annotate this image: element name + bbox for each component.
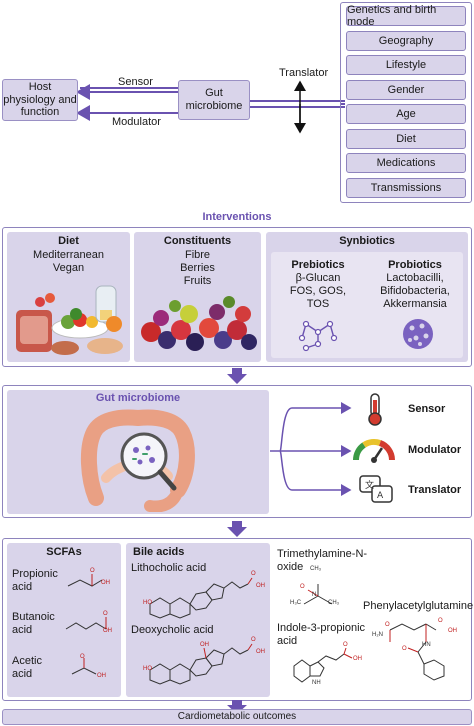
prebiotics-title: Prebiotics <box>291 259 345 271</box>
probiotics-item: Bifidobacteria, <box>380 285 450 297</box>
down-arrow <box>227 700 247 714</box>
factor-item: Lifestyle <box>346 55 466 75</box>
chem-label: OH <box>448 628 457 634</box>
diet-item: Mediterranean <box>33 249 104 261</box>
factor-item: Diet <box>346 128 466 149</box>
chem-label: O <box>438 618 443 624</box>
svg-text:A: A <box>377 491 384 501</box>
thermometer-icon <box>368 393 382 426</box>
probiotics-item: Lactobacilli, <box>386 272 444 284</box>
constituents-title: Constituents <box>163 235 232 247</box>
chem-label: O <box>402 646 407 652</box>
prebiotics-item: β-Glucan <box>295 272 341 284</box>
branch-arrows <box>270 402 352 496</box>
outcome-bar: Cardiometabolic outcomes <box>2 709 472 725</box>
propionic-structure <box>67 574 103 587</box>
chem-label: O <box>343 642 348 648</box>
interventions-title: Interventions <box>202 211 272 223</box>
factor-item: Transmissions <box>346 177 466 198</box>
constituents-item: Fruits <box>183 275 212 287</box>
chem-label: O <box>251 571 256 577</box>
acetic-structure <box>71 658 97 675</box>
top-arrows <box>76 80 345 134</box>
chem-label: OH <box>353 656 362 662</box>
probiotics-title: Probiotics <box>388 259 442 271</box>
intestine-illustration <box>80 409 195 512</box>
bile-item: Lithocholic acid <box>131 562 207 574</box>
chem-label: N <box>312 592 317 598</box>
role-modulator: Modulator <box>408 444 462 456</box>
down-arrow <box>227 368 247 384</box>
sensor-label: Sensor <box>118 76 153 88</box>
diet-food-illustration <box>16 285 123 355</box>
chem-label: OH <box>256 649 265 655</box>
chem-label: CH₃ <box>328 600 340 606</box>
scfa-item: Acetic acid <box>12 655 42 681</box>
scfa-title: SCFAs <box>46 546 82 558</box>
chem-label: H₂N <box>372 632 383 638</box>
bile-item: Deoxycholic acid <box>131 624 214 636</box>
scfa-item: Butanoic acid <box>12 611 55 637</box>
microbiome-title: Gut microbiome <box>95 392 181 404</box>
chem-label: OH <box>200 642 209 648</box>
prebiotics-item: FOS, GOS, <box>289 285 347 297</box>
chem-label: O <box>385 622 390 628</box>
host-physiology-box: Host physiology and function <box>2 79 78 121</box>
lithocholic-structure <box>149 577 253 619</box>
pag-label: Phenylacetylglutamine <box>363 600 474 612</box>
bacteria-cluster-icon <box>403 319 433 349</box>
chem-label: HO <box>143 666 152 672</box>
scfa-item: Propionic acid <box>12 568 58 594</box>
chem-label: OH <box>101 580 110 586</box>
chem-label: OH <box>256 583 265 589</box>
chem-label: OH <box>103 628 112 634</box>
bile-title: Bile acids <box>133 546 185 558</box>
pag-structure <box>389 623 445 681</box>
chem-label: HN <box>422 642 431 648</box>
chem-label: O <box>80 654 85 660</box>
chem-label: O <box>90 568 95 574</box>
role-sensor: Sensor <box>408 403 446 415</box>
translator-label: Translator <box>279 67 329 79</box>
chem-label: CH₃ <box>310 566 322 572</box>
probiotics-item: Akkermansia <box>383 298 447 310</box>
factor-item: Genetics and birth mode <box>346 4 466 28</box>
factors-panel <box>340 2 472 203</box>
role-translator: Translator <box>408 484 462 496</box>
chem-label: NH <box>312 680 321 686</box>
prebiotics-item: TOS <box>306 298 330 310</box>
constituents-item: Berries <box>180 262 215 274</box>
down-arrow <box>227 521 247 537</box>
factor-item: Age <box>346 104 466 124</box>
modulator-label: Modulator <box>112 116 161 128</box>
translate-icon: 文 A <box>359 475 393 503</box>
chem-label: OH <box>97 673 106 679</box>
microbiome-panel <box>2 385 472 518</box>
diet-item: Vegan <box>52 262 85 274</box>
chem-label: HO <box>143 600 152 606</box>
berries-illustration <box>141 296 257 351</box>
ipa-structure <box>293 647 353 683</box>
chem-label: O <box>300 584 305 590</box>
scfa-panel <box>7 543 121 697</box>
factor-item: Gender <box>346 79 466 100</box>
chem-label: H₃C <box>290 600 302 606</box>
tmao-structure <box>303 584 333 605</box>
molecule-icon <box>298 320 338 352</box>
synbiotics-title: Synbiotics <box>339 235 395 247</box>
gauge-icon <box>352 438 396 463</box>
factor-item: Medications <box>346 153 466 173</box>
ipa-label: Indole-3-propionic acid <box>277 622 366 648</box>
tmao-label: Trimethylamine-N-oxide <box>277 548 368 574</box>
gut-microbiome-box: Gut microbiome <box>178 80 250 120</box>
factor-item: Geography <box>346 30 466 51</box>
interventions-panel <box>2 227 472 367</box>
constituents-item: Fibre <box>184 249 211 261</box>
svg-text:文: 文 <box>365 479 374 491</box>
chem-label: O <box>103 611 108 617</box>
chem-label: O <box>251 637 256 643</box>
diet-title: Diet <box>58 235 79 247</box>
butanoic-structure <box>65 617 107 630</box>
deoxycholic-structure <box>149 643 253 685</box>
